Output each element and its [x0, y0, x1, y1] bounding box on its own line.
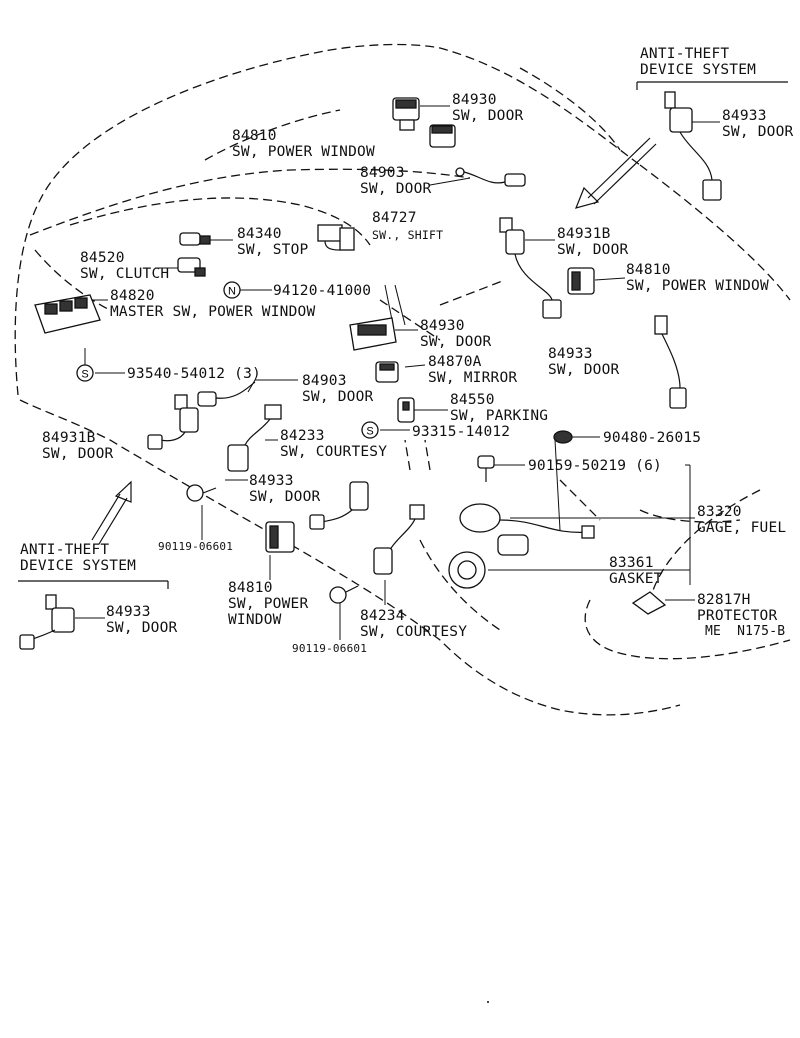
part-84234	[373, 504, 425, 575]
label-84903-mid: 84903 SW, DOOR	[302, 373, 374, 405]
part-83361	[448, 551, 486, 589]
label-84933-center: 84933 SW, DOOR	[249, 473, 321, 505]
svg-text:S: S	[81, 369, 88, 381]
part-84930-top	[392, 97, 456, 148]
label-84810-right: 84810 SW, POWER WINDOW	[626, 262, 769, 294]
part-84727	[317, 224, 355, 251]
part-90119-bottom	[329, 585, 359, 604]
label-84933-bottom-left: 84933 SW, DOOR	[106, 604, 178, 636]
body-outline	[14, 43, 791, 716]
label-84870a: 84870A SW, MIRROR	[428, 354, 518, 386]
label-84933-top-right: 84933 SW, DOOR	[722, 108, 794, 140]
label-84931b-left: 84931B SW, DOOR	[42, 430, 114, 462]
label-90119-left: 90119-06601	[158, 540, 234, 553]
label-84903-top: 84903 SW, DOOR	[360, 165, 432, 197]
part-84820	[34, 294, 101, 334]
part-84340	[179, 232, 211, 246]
stray-mark	[487, 1001, 489, 1003]
part-82817h	[631, 591, 667, 615]
part-90159	[477, 455, 495, 482]
arrow-top-right	[574, 137, 657, 209]
label-84810-bottom: 84810 SW, POWER WINDOW	[228, 580, 309, 628]
s-mark-symbol-1: S	[76, 364, 94, 382]
part-84933-bottom-left	[19, 594, 75, 650]
label-90480: 90480-26015	[603, 430, 702, 446]
label-84930-top: 84930 SW, DOOR	[452, 92, 524, 124]
group-label-bottom-left: ANTI-THEFT DEVICE SYSTEM	[20, 542, 137, 574]
part-84903-top	[455, 167, 526, 187]
arrow-bottom-left	[91, 480, 132, 545]
label-93540: 93540-54012 (3)	[127, 366, 261, 382]
part-84550	[397, 397, 415, 423]
label-84727-number: 84727	[372, 210, 417, 226]
part-84233	[227, 404, 282, 472]
s-mark-symbol-2: S	[361, 421, 379, 439]
label-84810-top: 84810 SW, POWER WINDOW	[232, 128, 375, 160]
n-mark-symbol: N	[223, 281, 241, 299]
label-84820: 84820 MASTER SW, POWER WINDOW	[110, 288, 316, 320]
label-83361: 83361 GASKET	[609, 555, 663, 587]
diagram-code: ME N175-B	[705, 624, 786, 639]
label-84550: 84550 SW, PARKING	[450, 392, 549, 424]
label-84234: 84234 SW, COURTESY	[360, 608, 468, 640]
label-90119-bottom: 90119-06601	[292, 642, 368, 655]
part-84933-top-right	[664, 91, 722, 201]
part-84931b-left	[147, 394, 199, 450]
label-94120: 94120-41000	[273, 283, 372, 299]
label-84233: 84233 SW, COURTESY	[280, 428, 388, 460]
group-frame-bottom-left	[18, 580, 169, 589]
group-label-top-right: ANTI-THEFT DEVICE SYSTEM	[640, 46, 757, 78]
label-84340: 84340 SW, STOP	[237, 226, 309, 258]
label-84931b-top: 84931B SW, DOOR	[557, 226, 629, 258]
part-84930-mid	[349, 317, 397, 351]
part-90119-left	[186, 484, 217, 502]
part-90480	[553, 430, 573, 444]
part-84520	[177, 257, 206, 277]
part-84810-right	[567, 267, 595, 295]
part-83320	[459, 503, 595, 556]
part-84933-center	[309, 481, 369, 530]
label-84930-mid: 84930 SW, DOOR	[420, 318, 492, 350]
part-84903-mid	[197, 381, 256, 407]
svg-text:N: N	[228, 286, 236, 298]
label-84520: 84520 SW, CLUTCH	[80, 250, 170, 282]
group-frame-top-right	[636, 81, 788, 90]
label-84727-name: SW., SHIFT	[372, 228, 444, 242]
label-83320: 83320 GAGE, FUEL	[697, 504, 787, 536]
label-84933-right: 84933 SW, DOOR	[548, 346, 620, 378]
part-84931b-top	[499, 217, 562, 319]
leader-lines	[75, 105, 720, 640]
label-90159: 90159-50219 (6)	[528, 458, 662, 474]
part-84870a	[375, 361, 399, 383]
part-84810-bottom	[265, 521, 295, 553]
label-82817h: 82817H PROTECTOR	[697, 592, 778, 624]
part-84933-right	[654, 315, 687, 409]
label-93315: 93315-14012	[412, 424, 511, 440]
svg-text:S: S	[366, 426, 373, 438]
